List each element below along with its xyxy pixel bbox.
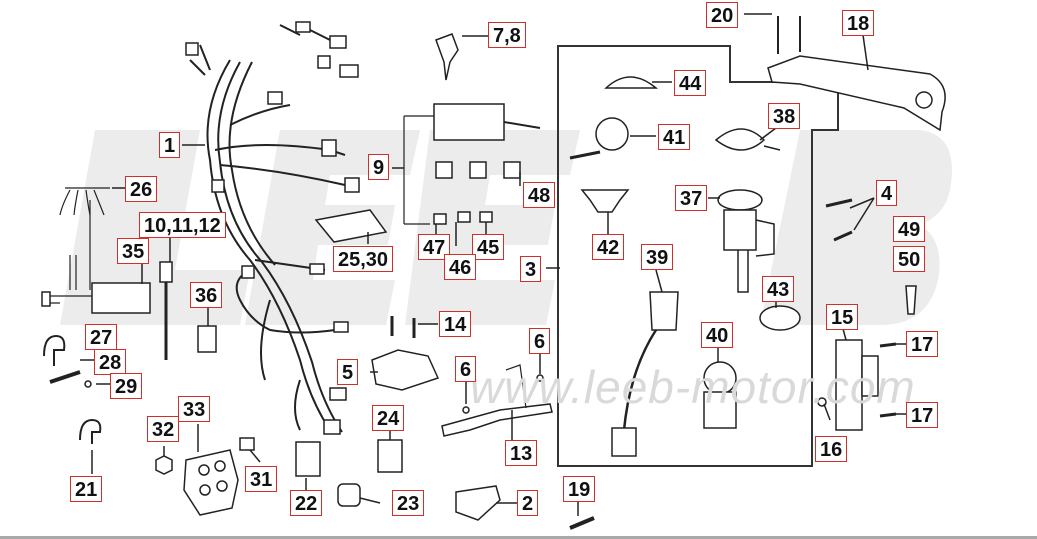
harness-connectors	[185, 21, 360, 435]
part-44-cover	[604, 76, 659, 89]
callout-17-bottom: 17	[906, 402, 939, 428]
part-50-bolt	[905, 285, 917, 315]
callout-6-left: 6	[455, 356, 477, 382]
callout-50: 50	[893, 246, 926, 272]
callout-39: 39	[641, 244, 674, 270]
part-43-grip	[759, 305, 801, 331]
callout-18: 18	[842, 10, 875, 36]
callout-3: 3	[520, 256, 542, 282]
group-outline	[557, 45, 839, 467]
callout-28: 28	[94, 349, 127, 375]
callout-45: 45	[472, 234, 505, 260]
callout-23: 23	[392, 490, 425, 516]
callout-29: 29	[110, 373, 143, 399]
callout-41: 41	[658, 124, 691, 150]
callout-15: 15	[826, 304, 859, 330]
callout-32: 32	[147, 416, 180, 442]
callout-44: 44	[674, 70, 707, 96]
part-24-connector	[377, 439, 403, 473]
callout-13: 13	[505, 440, 538, 466]
callout-14: 14	[439, 311, 472, 337]
callout-37: 37	[675, 185, 708, 211]
part-32-nut	[155, 455, 173, 475]
callout-22: 22	[290, 490, 323, 516]
callout-9: 9	[368, 154, 390, 180]
part-18-bracket	[767, 55, 946, 132]
part-35-module	[91, 282, 151, 314]
callout-17-top: 17	[906, 331, 939, 357]
callout-5: 5	[337, 359, 359, 385]
callout-42: 42	[592, 234, 625, 260]
callout-35: 35	[117, 238, 150, 264]
callout-19: 19	[563, 476, 596, 502]
callout-10-12: 10,11,12	[139, 212, 226, 238]
callout-20: 20	[706, 2, 739, 28]
part-31-clip	[239, 437, 255, 451]
part-26-terminal	[59, 187, 110, 290]
part-20-bolts	[777, 16, 801, 54]
wiring-harness	[189, 24, 346, 433]
part-15-panel	[835, 339, 863, 431]
part-39-harness	[649, 291, 679, 331]
part-37-lock	[717, 189, 763, 211]
part-42-clip	[580, 189, 630, 213]
part-13-bracket	[441, 403, 553, 437]
part-21-clip	[79, 418, 102, 444]
part-22-connector	[295, 441, 321, 477]
part-36-plug	[197, 325, 217, 353]
part-28-pin	[49, 370, 81, 384]
callout-16: 16	[815, 436, 848, 462]
callout-43: 43	[762, 276, 795, 302]
part-23-connector	[337, 483, 361, 507]
part-16-screw	[817, 397, 827, 407]
callout-36: 36	[190, 282, 223, 308]
part-41-gauge	[595, 117, 629, 151]
part-27-clip	[43, 334, 66, 366]
callout-31: 31	[245, 466, 278, 492]
callout-2: 2	[517, 490, 539, 516]
part-33-block	[183, 449, 239, 516]
part-29-nut	[84, 380, 92, 388]
callout-4: 4	[876, 180, 898, 206]
watermark-url: www.leeb-motor.com	[470, 361, 916, 413]
part-38-cap	[714, 128, 766, 151]
callout-25-30: 25,30	[333, 246, 394, 272]
callout-46: 46	[444, 254, 477, 280]
part-2-bracket	[455, 485, 501, 521]
part-9-switch	[433, 103, 505, 141]
callout-24: 24	[372, 405, 405, 431]
callout-21: 21	[70, 476, 103, 502]
callout-1: 1	[159, 132, 181, 158]
callout-38: 38	[768, 103, 801, 129]
callout-33: 33	[178, 396, 211, 422]
part-9-bracket	[403, 115, 434, 225]
callout-40: 40	[701, 322, 734, 348]
part-5-sensor	[371, 349, 440, 391]
part-4-bolts	[825, 198, 853, 242]
callout-27: 27	[85, 324, 118, 350]
callout-49: 49	[893, 216, 926, 242]
part-17-screws	[879, 342, 897, 418]
bottom-divider	[0, 536, 1037, 539]
callout-48: 48	[523, 182, 556, 208]
part-19-pin	[569, 516, 595, 530]
callout-26: 26	[125, 176, 158, 202]
callout-7-8: 7,8	[488, 22, 526, 48]
part-14-screws	[390, 316, 416, 338]
callout-6-right: 6	[529, 328, 551, 354]
part-7-8-key	[435, 33, 459, 81]
